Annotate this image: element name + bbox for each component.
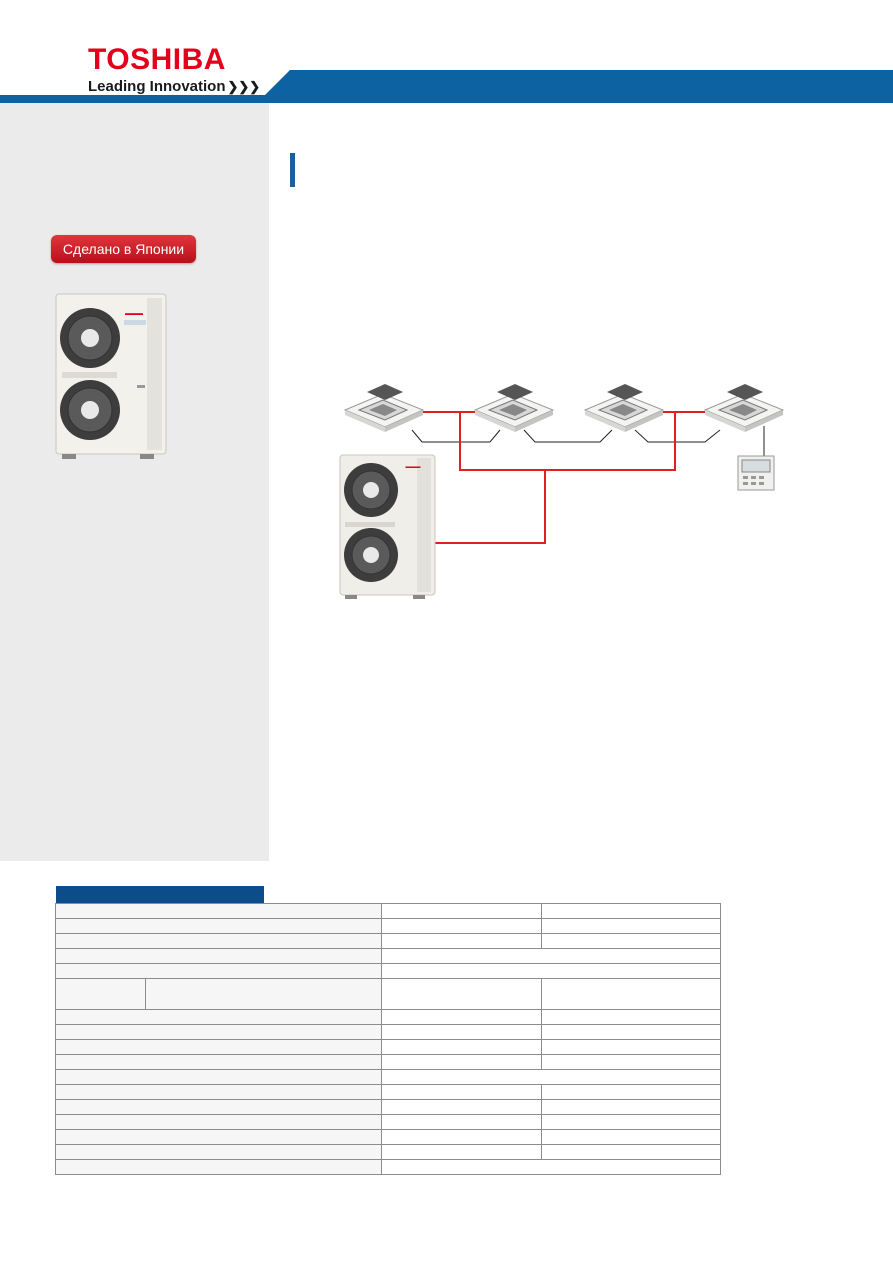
- brand-logo: TOSHIBA Leading Innovation❯❯❯: [88, 45, 260, 95]
- table-row: [55, 1024, 721, 1040]
- outdoor-unit-icon: ▬▬▬: [55, 293, 167, 459]
- cassette-indoor-unit-icon: [473, 384, 555, 432]
- spec-table: [55, 903, 721, 1175]
- made-in-japan-badge: Сделано в Японии: [51, 235, 196, 263]
- table-row: [55, 903, 721, 919]
- sidebar-panel: [0, 103, 269, 861]
- table-row: [55, 1144, 721, 1160]
- outdoor-unit-icon: ▬▬▬: [339, 454, 436, 599]
- table-row: [55, 978, 721, 1010]
- table-row: [55, 933, 721, 949]
- table-row: [55, 963, 721, 979]
- brand-tagline: Leading Innovation❯❯❯: [88, 78, 261, 95]
- table-row: [55, 1114, 721, 1130]
- table-row: [55, 1129, 721, 1145]
- header-band: [0, 70, 893, 103]
- table-row: [55, 918, 721, 934]
- table-row: [55, 1159, 721, 1175]
- cassette-indoor-unit-icon: [703, 384, 785, 432]
- system-diagram: ▬▬▬: [339, 384, 785, 599]
- table-row: [55, 1039, 721, 1055]
- svg-text:▬▬▬: ▬▬▬: [125, 311, 143, 317]
- table-row: [55, 1009, 721, 1025]
- table-row: [55, 1099, 721, 1115]
- svg-text:▬▬▬: ▬▬▬: [406, 464, 421, 470]
- section-title-bar: [290, 153, 295, 187]
- brand-name: TOSHIBA: [88, 43, 226, 76]
- remote-controller-icon: [737, 455, 775, 491]
- table-row: [55, 1069, 721, 1085]
- table-row: [55, 1084, 721, 1100]
- spec-table-header: [56, 886, 264, 903]
- table-row: [55, 1054, 721, 1070]
- table-row: [55, 948, 721, 964]
- cassette-indoor-unit-icon: [583, 384, 665, 432]
- cassette-indoor-unit-icon: [343, 384, 425, 432]
- chevrons-icon: ❯❯❯: [227, 79, 261, 94]
